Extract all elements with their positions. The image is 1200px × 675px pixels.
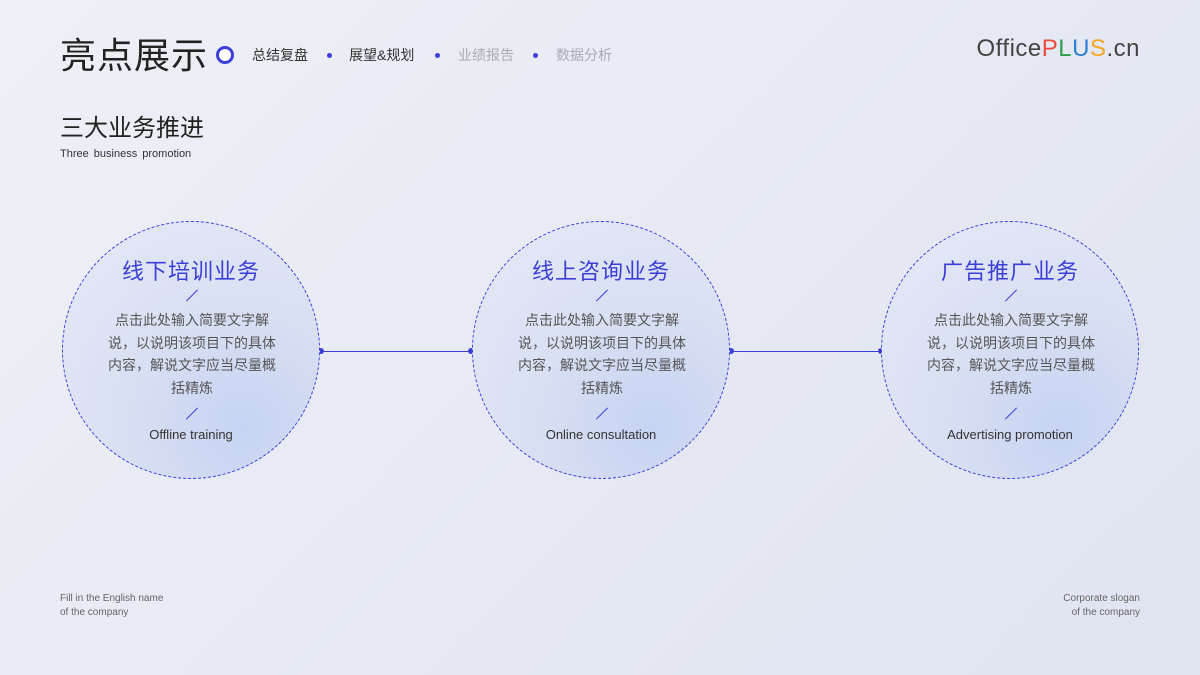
connector-line bbox=[731, 351, 881, 352]
nav-separator-dot bbox=[533, 53, 538, 58]
connector-node bbox=[318, 348, 324, 354]
card-description: 点击此处输入简要文字解说，以说明该项目下的具体内容，解说文字应当尽量概括精炼 bbox=[927, 312, 1095, 396]
card-description: 点击此处输入简要文字解说，以说明该项目下的具体内容，解说文字应当尽量概括精炼 bbox=[518, 312, 686, 396]
card-english-label: Online consultation bbox=[545, 427, 657, 442]
card-english-label: Offline training bbox=[149, 427, 233, 442]
nav-item-analysis[interactable]: 数据分析 bbox=[556, 47, 612, 63]
card-title: 线下培训业务 bbox=[121, 259, 260, 284]
card-english-label: Advertising promotion bbox=[947, 427, 1073, 442]
nav-item-summary[interactable]: 总结复盘 bbox=[252, 47, 308, 63]
nav-item-report[interactable]: 业绩报告 bbox=[458, 47, 514, 63]
slash-divider bbox=[1004, 289, 1018, 302]
nav-separator-dot bbox=[327, 53, 332, 58]
section-title: 三大业务推进 bbox=[60, 115, 204, 142]
card-description: 点击此处输入简要文字解说，以说明该项目下的具体内容，解说文字应当尽量概括精炼 bbox=[108, 312, 276, 396]
officeplus-logo: OfficePLUS.cn bbox=[976, 35, 1140, 62]
section-subtitle: Three business promotion bbox=[60, 148, 192, 160]
slash-divider bbox=[185, 407, 199, 420]
slash-divider bbox=[595, 407, 609, 420]
business-card-advertising: 广告推广业务 点击此处输入简要文字解说，以说明该项目下的具体内容，解说文字应当尽… bbox=[881, 221, 1139, 479]
footer-company-name: Fill in the English name of the company bbox=[60, 593, 164, 618]
card-title: 线上咨询业务 bbox=[531, 259, 670, 284]
nav-separator-dot bbox=[435, 53, 440, 58]
nav-item-planning[interactable]: 展望&规划 bbox=[349, 47, 415, 63]
business-card-offline: 线下培训业务 点击此处输入简要文字解说，以说明该项目下的具体内容，解说文字应当尽… bbox=[62, 221, 320, 479]
connector-node bbox=[468, 348, 474, 354]
card-title: 广告推广业务 bbox=[940, 259, 1079, 284]
footer-slogan: Corporate slogan of the company bbox=[1063, 593, 1140, 618]
business-card-online: 线上咨询业务 点击此处输入简要文字解说，以说明该项目下的具体内容，解说文字应当尽… bbox=[472, 221, 730, 479]
nav-current-indicator bbox=[216, 46, 234, 64]
slash-divider bbox=[185, 289, 199, 302]
connector-line bbox=[321, 351, 471, 352]
connector-node bbox=[728, 348, 734, 354]
slash-divider bbox=[1004, 407, 1018, 420]
slash-divider bbox=[595, 289, 609, 302]
page-title: 亮点展示 bbox=[60, 35, 209, 76]
